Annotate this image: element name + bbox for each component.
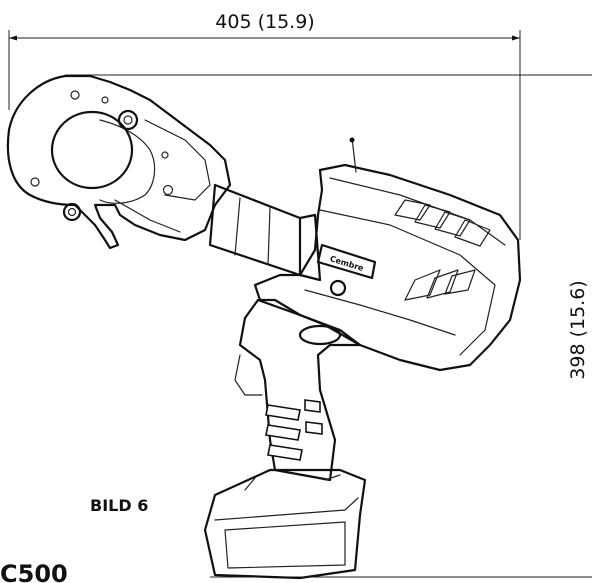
tool-handle (234, 298, 362, 482)
figure-label: BILD 6 (90, 496, 148, 515)
width-dimension: 405 (15.9) (8, 11, 521, 240)
tool-body: Cembre (253, 137, 522, 372)
height-dimension-label: 398 (15.6) (567, 280, 589, 379)
brand-plate: Cembre (316, 243, 377, 280)
trigger-button (298, 324, 342, 346)
cutting-head (6, 74, 232, 250)
battery-pack (203, 468, 367, 580)
tool-barrel (208, 183, 322, 282)
width-dimension-label: 405 (15.9) (215, 11, 314, 33)
model-label: C500 (0, 560, 68, 583)
vent-slots (394, 199, 491, 301)
body-screw-icon (329, 279, 347, 297)
